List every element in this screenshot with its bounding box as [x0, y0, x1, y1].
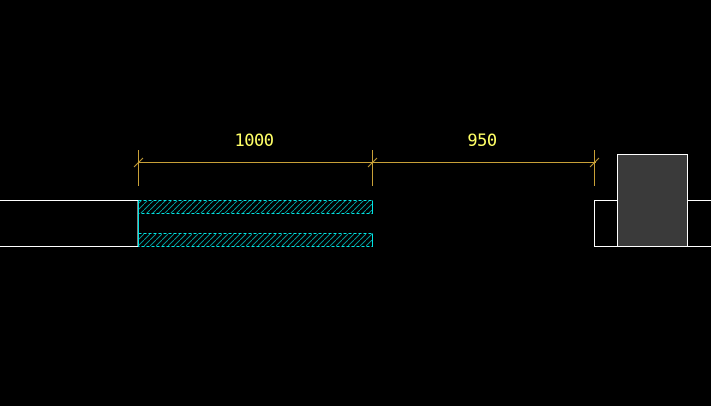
window-hatch-bottom — [138, 234, 372, 246]
dimension-tick-2 — [367, 157, 378, 168]
dimension-tick-1 — [133, 157, 144, 168]
window-element[interactable] — [138, 200, 373, 247]
window-hatch-top — [138, 201, 372, 213]
dimension-text-950[interactable]: 950 — [467, 131, 497, 151]
left-wall-segment[interactable] — [0, 200, 139, 247]
column-element[interactable] — [617, 154, 688, 247]
dimension-text-1000[interactable]: 1000 — [235, 131, 275, 151]
dimension-chain[interactable]: 1000 950 — [133, 131, 600, 186]
dimension-tick-3 — [589, 157, 600, 168]
